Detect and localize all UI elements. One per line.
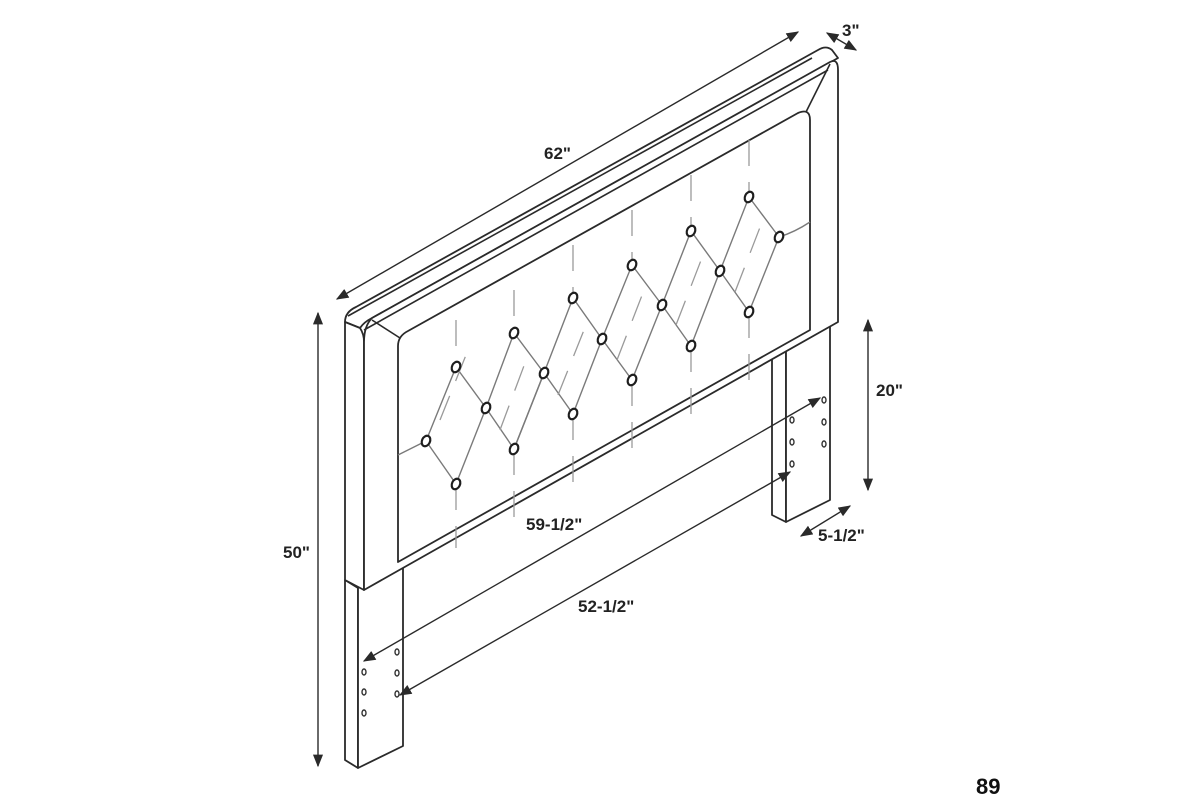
dim-3-line [825,32,858,51]
dim-label-leg-height: 20" [876,381,903,400]
dim-52-half-line [398,471,792,696]
left-leg [344,565,404,769]
dim-label-span-inner: 52-1/2" [578,597,634,616]
dim-label-height: 50" [283,543,310,562]
dim-label-leg-width: 5-1/2" [818,526,865,545]
dimension-labels: 62" 3" 50" 20" 5-1/2" 59-1/2" 52-1/2" [283,21,903,616]
dim-label-width: 62" [544,144,571,163]
dim-62-line [335,31,800,300]
dim-label-depth: 3" [842,21,860,40]
page-number: 89 [976,774,1000,799]
headboard-panel [344,46,839,591]
dim-label-span-outer: 59-1/2" [526,515,582,534]
dimension-lines [312,31,874,768]
